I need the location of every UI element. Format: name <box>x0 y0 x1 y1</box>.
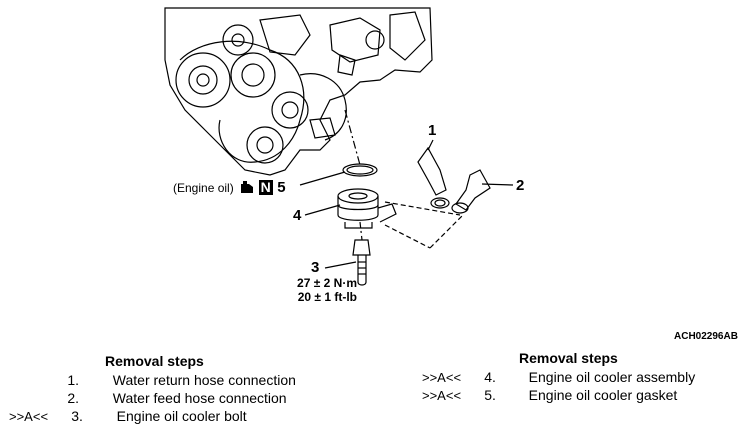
callout-3: 3 <box>311 259 320 276</box>
engine-block-drawing <box>164 7 433 176</box>
callout-1: 1 <box>428 122 437 139</box>
removal-step-5: >>A<< 5. Engine oil cooler gasket <box>422 387 677 403</box>
removal-steps-title-right: Removal steps <box>519 350 618 366</box>
step-marker: >>A<< <box>422 370 462 385</box>
step-marker: >>A<< <box>422 388 462 403</box>
torque-spec: 27 ± 2 N·m 20 ± 1 ft-lb <box>255 276 357 304</box>
removal-step-2: 2. Water feed hose connection <box>0 390 287 406</box>
step-number: 4. <box>484 369 496 385</box>
removal-step-4: >>A<< 4. Engine oil cooler assembly <box>422 369 695 385</box>
step-text: Engine oil cooler assembly <box>528 369 696 385</box>
engine-oil-label: (Engine oil) <box>173 181 234 195</box>
oil-can-icon <box>240 181 254 194</box>
water-return-hose-drawing <box>417 146 450 209</box>
step-text: Engine oil cooler gasket <box>528 387 678 403</box>
step-number: 5. <box>484 387 496 403</box>
callout-5: 5 <box>277 179 286 196</box>
step-text: Engine oil cooler bolt <box>116 408 247 424</box>
step-text: Water return hose connection <box>112 372 296 388</box>
callout-2: 2 <box>516 177 525 194</box>
gasket-ring <box>342 163 378 177</box>
removal-step-1: 1. Water return hose connection <box>0 372 296 388</box>
engine-oil-note: (Engine oil) N 5 <box>173 179 286 197</box>
figure-id-code: ACH02296AB <box>674 331 738 342</box>
callout-4: 4 <box>293 207 302 224</box>
torque-imperial: 20 ± 1 ft-lb <box>297 290 357 304</box>
step-number: 3. <box>71 408 83 424</box>
step-marker: >>A<< <box>9 409 49 424</box>
lubricant-symbol: N <box>258 179 273 195</box>
step-number: 2. <box>67 390 79 406</box>
water-feed-hose-drawing <box>451 169 491 214</box>
step-text: Water feed hose connection <box>112 390 287 406</box>
removal-steps-title-left: Removal steps <box>105 353 204 369</box>
torque-metric: 27 ± 2 N·m <box>297 276 357 290</box>
oil-cooler-drawing <box>337 188 397 229</box>
bolt-drawing <box>352 239 371 286</box>
removal-step-3: >>A<< 3. Engine oil cooler bolt <box>0 408 247 424</box>
step-number: 1. <box>67 372 79 388</box>
